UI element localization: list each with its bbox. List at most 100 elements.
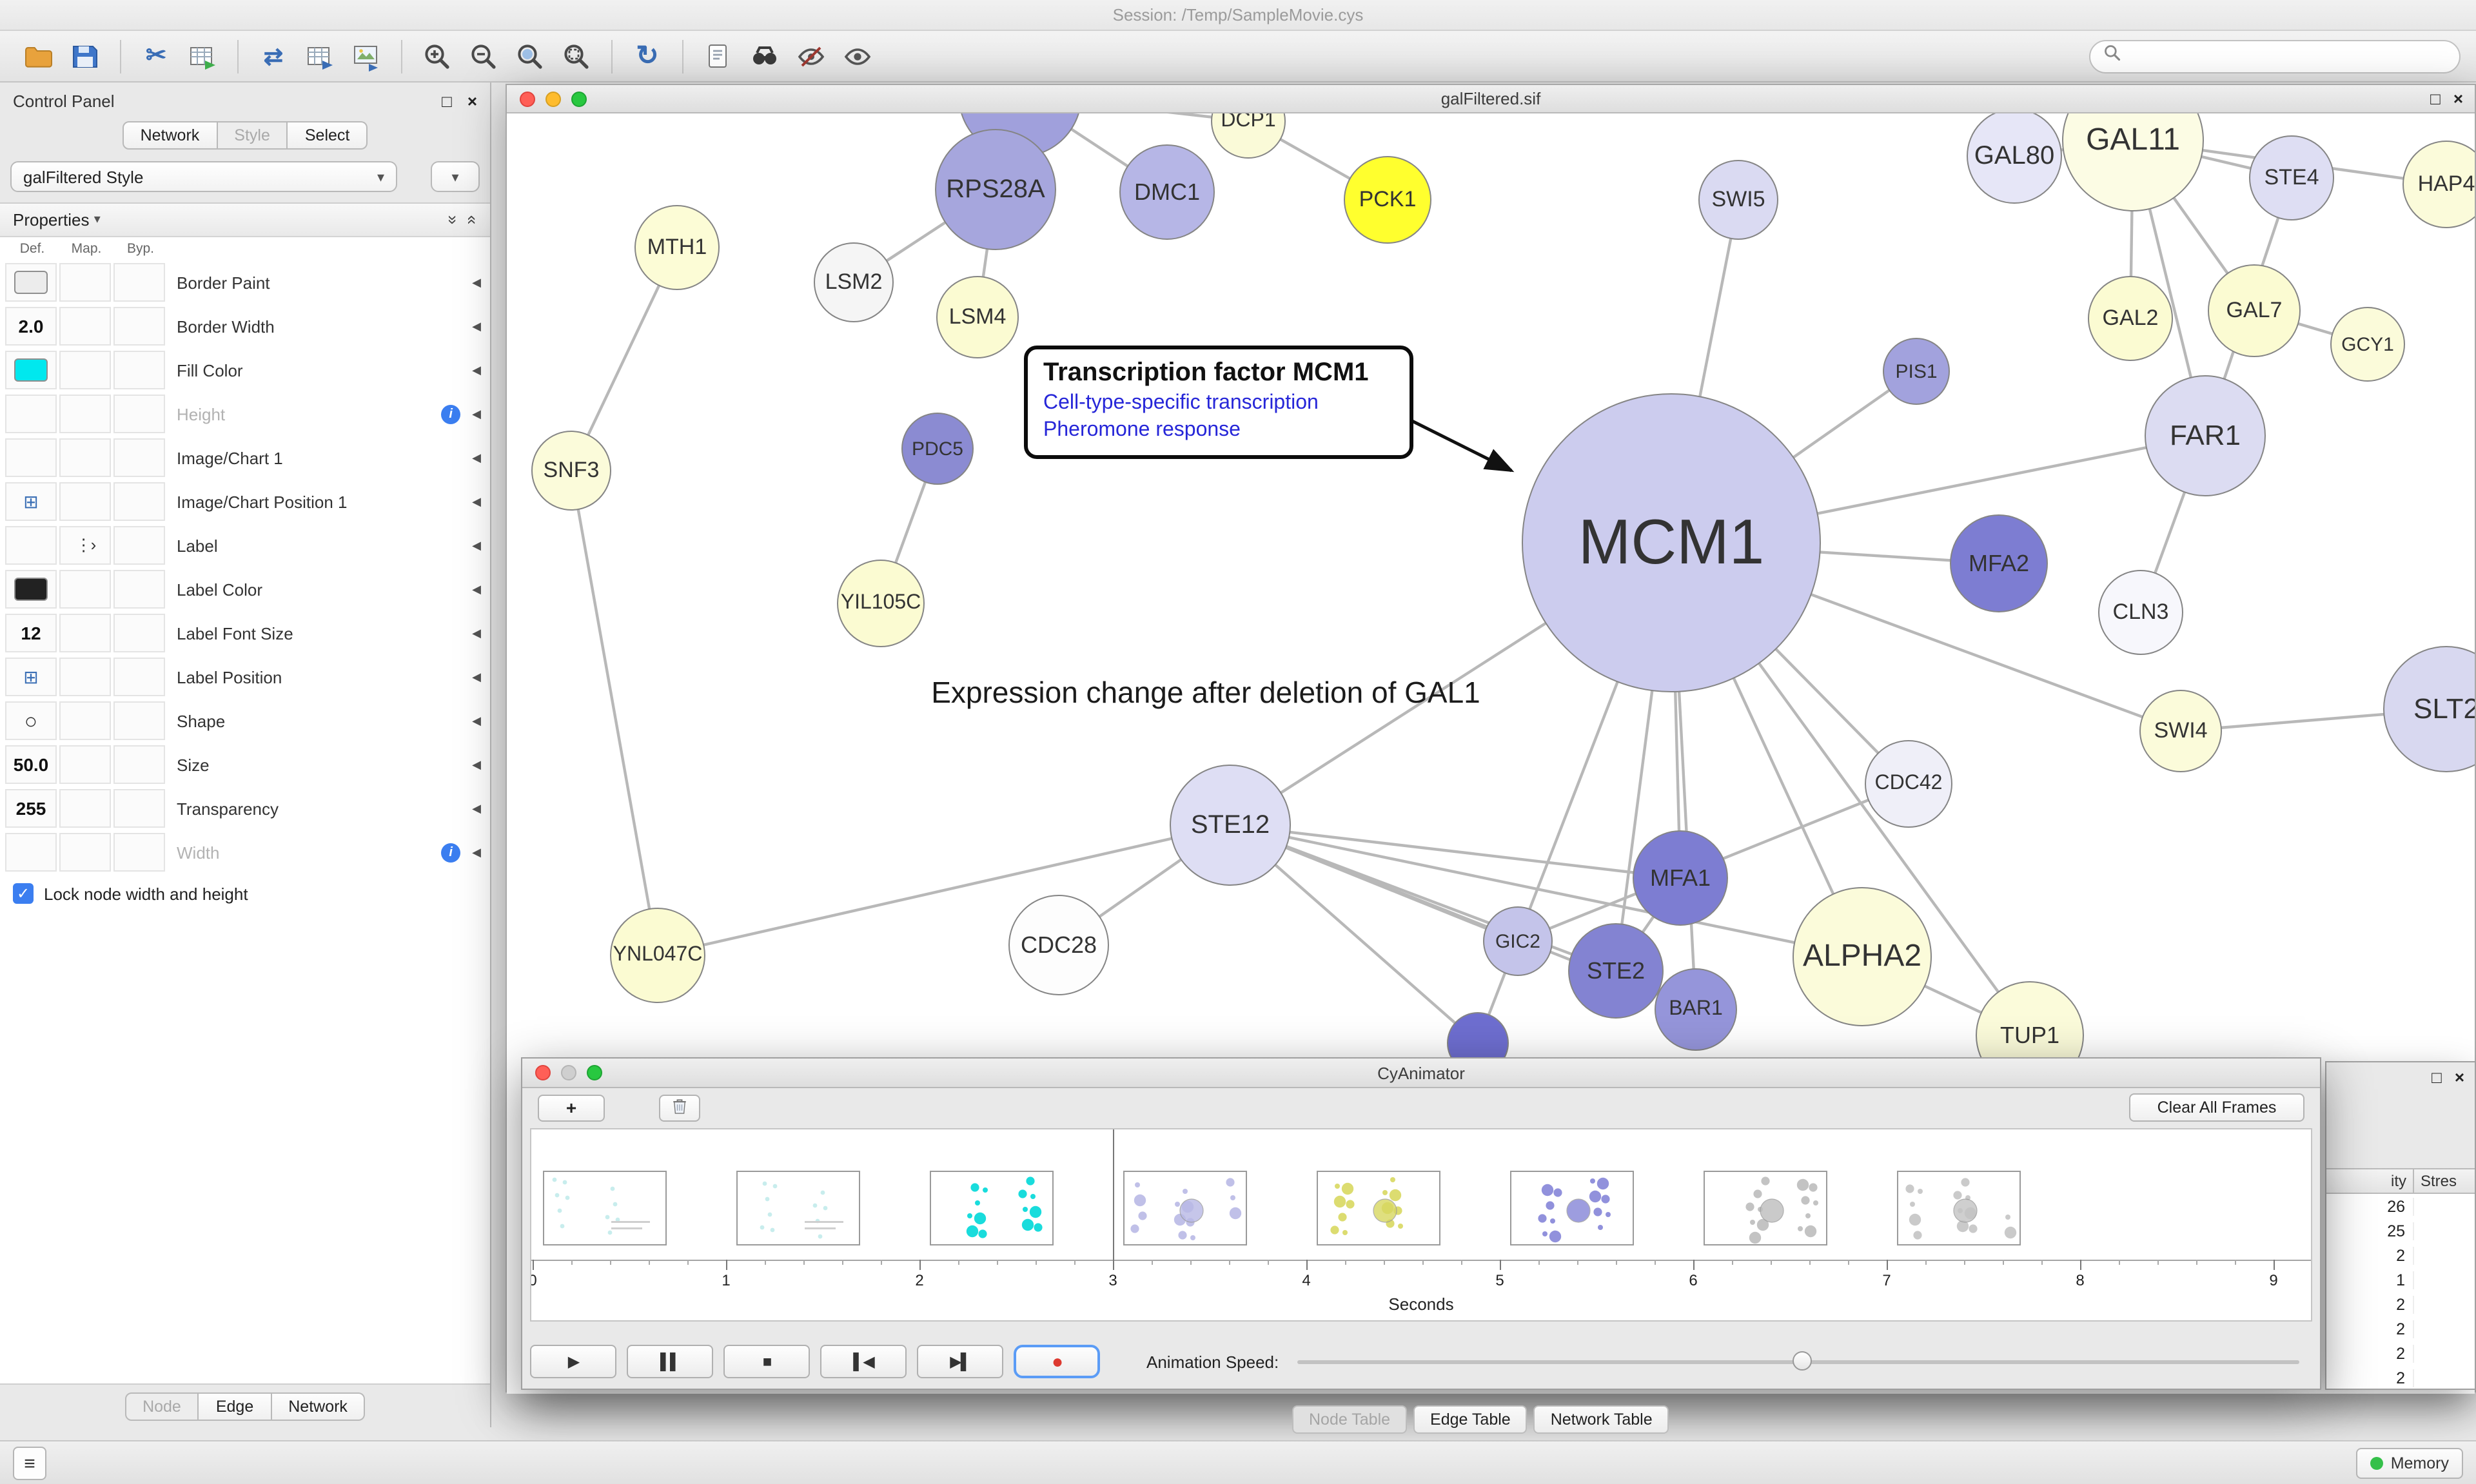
table-row[interactable]: 2 <box>2326 1316 2475 1341</box>
zoom-window-button[interactable] <box>587 1065 602 1080</box>
default-cell[interactable] <box>5 526 57 565</box>
property-row-label-color[interactable]: Label Color ◀ <box>0 567 490 611</box>
properties-header[interactable]: Properties ▾ » « <box>0 204 490 237</box>
default-cell[interactable]: 255 <box>5 789 57 828</box>
lock-size-row[interactable]: ✓ Lock node width and height <box>0 874 490 913</box>
first-neighbors-button[interactable] <box>742 35 788 77</box>
add-frame-button[interactable]: + <box>538 1094 605 1121</box>
close-window-icon[interactable]: × <box>2454 1068 2464 1087</box>
bypass-cell[interactable] <box>113 351 165 389</box>
collapse-arrow-icon[interactable]: ◀ <box>472 714 481 727</box>
clear-all-frames-button[interactable]: Clear All Frames <box>2129 1093 2304 1122</box>
column-header[interactable]: Stres <box>2421 1172 2457 1190</box>
frame-thumbnail-5[interactable] <box>1510 1171 1634 1245</box>
collapse-arrow-icon[interactable]: ◀ <box>472 363 481 376</box>
mapping-cell[interactable] <box>59 789 111 828</box>
node-gal2[interactable]: GAL2 <box>2088 276 2173 361</box>
bypass-cell[interactable] <box>113 833 165 872</box>
default-cell[interactable] <box>5 263 57 302</box>
mapping-cell[interactable] <box>59 701 111 740</box>
property-row-image-chart-1[interactable]: Image/Chart 1 ◀ <box>0 436 490 480</box>
zoom-fit-button[interactable] <box>507 35 553 77</box>
tab-style[interactable]: Style <box>217 121 288 150</box>
mapping-cell[interactable] <box>59 570 111 609</box>
zoom-selected-button[interactable] <box>553 35 600 77</box>
memory-button[interactable]: Memory <box>2355 1448 2463 1479</box>
float-panel-icon[interactable]: □ <box>442 91 452 110</box>
bypass-cell[interactable] <box>113 263 165 302</box>
node-ste2[interactable]: STE2 <box>1568 923 1664 1019</box>
table-row[interactable]: 2 <box>2326 1341 2475 1365</box>
collapse-all-icon[interactable]: « <box>462 215 482 225</box>
node-ste12[interactable]: STE12 <box>1170 765 1291 886</box>
tab-edge-table[interactable]: Edge Table <box>1413 1405 1528 1434</box>
node-dmc1[interactable]: DMC1 <box>1119 144 1215 240</box>
frame-thumbnail-2[interactable] <box>930 1171 1054 1245</box>
bypass-cell[interactable] <box>113 438 165 477</box>
table-row[interactable]: 2 <box>2326 1365 2475 1389</box>
frame-thumbnail-6[interactable] <box>1704 1171 1827 1245</box>
mapping-cell[interactable] <box>59 614 111 652</box>
collapse-arrow-icon[interactable]: ◀ <box>472 451 481 464</box>
panel-menu-button[interactable]: ≡ <box>13 1447 46 1480</box>
play-button[interactable]: ▶ <box>530 1345 616 1378</box>
default-cell[interactable] <box>5 395 57 433</box>
column-header[interactable]: ity <box>2326 1169 2414 1193</box>
property-row-size[interactable]: 50.0 Size ◀ <box>0 743 490 786</box>
node-gal80[interactable]: GAL80 <box>1967 113 2062 204</box>
property-row-width[interactable]: Width i◀ <box>0 830 490 874</box>
node-mth1[interactable]: MTH1 <box>634 205 720 290</box>
collapse-arrow-icon[interactable]: ◀ <box>472 757 481 770</box>
frame-thumbnail-4[interactable] <box>1317 1171 1440 1245</box>
export-table-button[interactable] <box>297 35 343 77</box>
annotation-box[interactable]: Transcription factor MCM1 Cell-type-spec… <box>1024 346 1413 459</box>
node-swi5[interactable]: SWI5 <box>1698 160 1778 240</box>
frame-thumbnail-3[interactable] <box>1123 1171 1247 1245</box>
property-row-fill-color[interactable]: Fill Color ◀ <box>0 348 490 392</box>
close-panel-icon[interactable]: × <box>467 91 477 110</box>
collapse-arrow-icon[interactable]: ◀ <box>472 582 481 595</box>
collapse-arrow-icon[interactable]: ◀ <box>472 626 481 639</box>
minimize-window-button[interactable] <box>561 1065 576 1080</box>
bypass-cell[interactable] <box>113 482 165 521</box>
default-cell[interactable] <box>5 570 57 609</box>
collapse-arrow-icon[interactable]: ◀ <box>472 538 481 551</box>
default-cell[interactable]: 2.0 <box>5 307 57 346</box>
export-image-button[interactable] <box>343 35 389 77</box>
style-selector[interactable]: galFiltered Style ▾ <box>10 161 397 192</box>
bypass-cell[interactable] <box>113 570 165 609</box>
tab-network-style[interactable]: Network <box>271 1392 366 1420</box>
zoom-out-button[interactable] <box>460 35 507 77</box>
node-pck1[interactable]: PCK1 <box>1344 156 1431 244</box>
bypass-cell[interactable] <box>113 614 165 652</box>
close-view-icon[interactable]: × <box>2453 89 2463 108</box>
node-rps28a[interactable]: RPS28A <box>935 129 1056 250</box>
expand-all-icon[interactable]: » <box>443 215 463 225</box>
tab-network-table[interactable]: Network Table <box>1533 1405 1669 1434</box>
node-ynl047c[interactable]: YNL047C <box>610 908 705 1003</box>
property-row-border-paint[interactable]: Border Paint ◀ <box>0 260 490 304</box>
property-row-height[interactable]: Height i◀ <box>0 392 490 436</box>
property-row-label-font-size[interactable]: 12 Label Font Size ◀ <box>0 611 490 655</box>
default-cell[interactable] <box>5 438 57 477</box>
pause-button[interactable]: ▌▌ <box>627 1345 713 1378</box>
record-button[interactable]: ● <box>1014 1345 1100 1378</box>
tab-node-table[interactable]: Node Table <box>1292 1405 1408 1434</box>
stop-button[interactable]: ■ <box>723 1345 810 1378</box>
mapping-cell[interactable] <box>59 438 111 477</box>
annotation-link[interactable]: Pheromone response <box>1043 419 1241 441</box>
default-cell[interactable]: 12 <box>5 614 57 652</box>
zoom-in-button[interactable] <box>414 35 460 77</box>
default-cell[interactable]: 50.0 <box>5 745 57 784</box>
node-hap[interactable]: HAP4 <box>2402 141 2475 228</box>
node-snf3[interactable]: SNF3 <box>531 431 611 511</box>
bypass-cell[interactable] <box>113 395 165 433</box>
table-row[interactable]: 1 <box>2326 1267 2475 1292</box>
tab-network[interactable]: Network <box>122 121 218 150</box>
node-cln3[interactable]: CLN3 <box>2098 570 2183 655</box>
table-row[interactable]: 26 <box>2326 1194 2475 1218</box>
style-options-button[interactable]: ▾ <box>431 161 480 192</box>
annotation-link[interactable]: Cell-type-specific transcription <box>1043 392 1319 414</box>
close-window-button[interactable] <box>520 91 535 106</box>
node-swi4[interactable]: SWI4 <box>2139 690 2222 772</box>
